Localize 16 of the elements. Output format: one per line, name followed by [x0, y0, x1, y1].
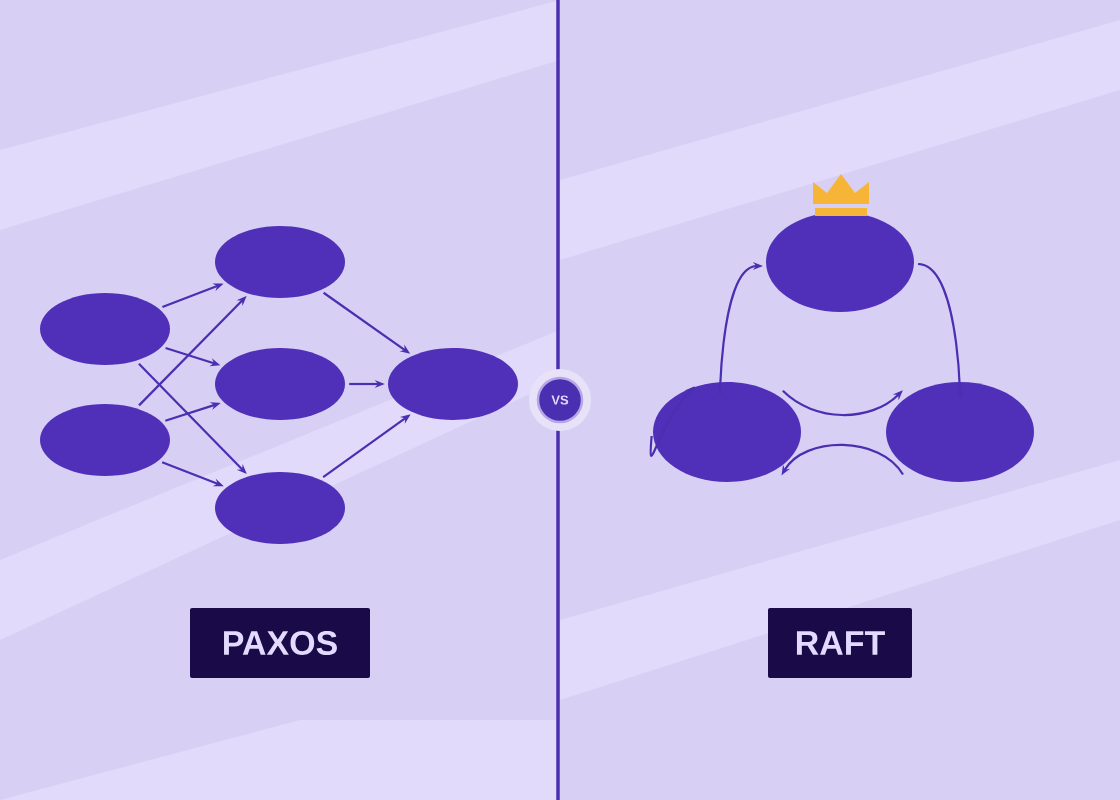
- node-ellipse: [653, 382, 801, 482]
- arrow: [781, 443, 904, 476]
- node-ellipse: [215, 226, 345, 298]
- node-ellipse: [886, 382, 1034, 482]
- node-ellipse: [215, 472, 345, 544]
- arrow: [138, 362, 247, 474]
- node-ellipse: [40, 404, 170, 476]
- node-ellipse: [766, 212, 914, 312]
- vs-badge: VS: [536, 376, 584, 424]
- arrow: [649, 386, 695, 456]
- title-box: RAFT: [768, 608, 912, 678]
- node-ellipse: [40, 293, 170, 365]
- node-ellipse: [388, 348, 518, 420]
- node-ellipse: [215, 348, 345, 420]
- arrow: [782, 390, 903, 417]
- title-box: PAXOS: [190, 608, 370, 678]
